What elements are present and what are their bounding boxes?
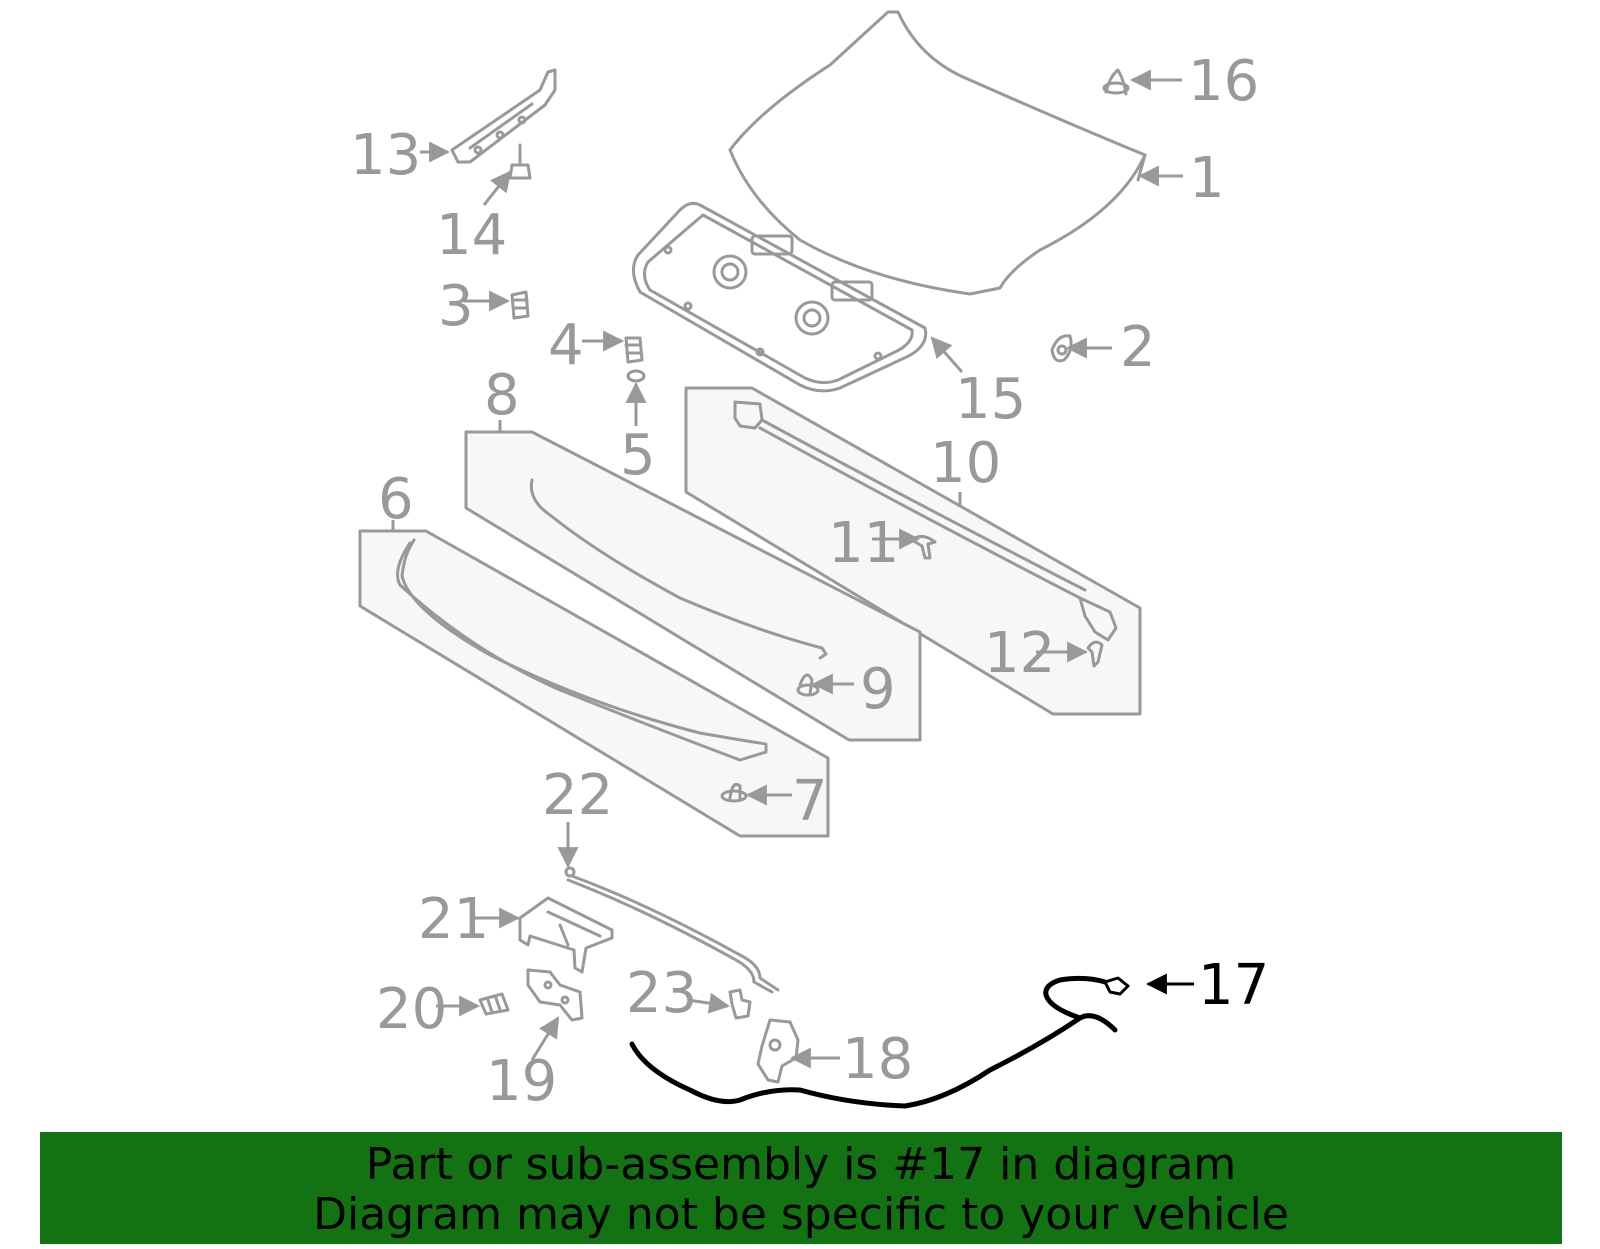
callout-2: 2 <box>1120 315 1156 380</box>
part-19-lock[interactable] <box>526 968 584 1022</box>
part-1-hood[interactable] <box>728 10 1147 296</box>
callout-15: 15 <box>955 367 1027 432</box>
part-12-clip[interactable] <box>1086 640 1104 668</box>
part-6-panel[interactable] <box>358 529 830 838</box>
part-4-stay[interactable] <box>624 336 644 364</box>
callout-17: 17 <box>1198 953 1270 1018</box>
part-17-cable[interactable] <box>629 975 1130 1109</box>
part-10-seal[interactable] <box>733 400 1118 642</box>
callout-18: 18 <box>842 1027 914 1092</box>
part-5-grommet[interactable] <box>626 369 646 383</box>
callout-13: 13 <box>350 123 422 188</box>
callout-14: 14 <box>436 203 508 268</box>
banner-line-disclaimer: Diagram may not be specific to your vehi… <box>313 1189 1289 1240</box>
callout-22: 22 <box>542 763 614 828</box>
callout-3: 3 <box>438 274 474 339</box>
part-23-clip[interactable] <box>728 988 752 1020</box>
part-8-seal[interactable] <box>529 478 828 660</box>
callout-10: 10 <box>930 431 1002 496</box>
part-6-seal[interactable] <box>396 538 768 762</box>
callout-23: 23 <box>626 961 698 1026</box>
part-21-bracket[interactable] <box>518 896 614 974</box>
part-14-bolt[interactable] <box>508 143 532 180</box>
part-10-panel[interactable] <box>684 386 1142 716</box>
part-13-hinge[interactable] <box>450 68 557 164</box>
callout-4: 4 <box>548 313 584 378</box>
callout-8: 8 <box>484 363 520 428</box>
part-20-bolt[interactable] <box>478 992 510 1016</box>
callout-11: 11 <box>828 511 900 576</box>
callout-5: 5 <box>620 423 656 488</box>
callout-16: 16 <box>1188 49 1260 114</box>
callout-1: 1 <box>1189 146 1225 211</box>
callout-21: 21 <box>418 887 490 952</box>
callout-12: 12 <box>984 621 1056 686</box>
callout-6: 6 <box>378 467 414 532</box>
callout-19: 19 <box>486 1049 558 1114</box>
part-3-nut[interactable] <box>510 290 530 320</box>
callout-20: 20 <box>376 977 448 1042</box>
info-banner: Part or sub-assembly is #17 in diagram D… <box>40 1132 1562 1244</box>
part-18-release[interactable] <box>756 1018 800 1084</box>
banner-line-part: Part or sub-assembly is #17 in diagram <box>365 1139 1237 1190</box>
callout-9: 9 <box>860 657 896 722</box>
callout-7: 7 <box>792 769 828 834</box>
part-8-panel[interactable] <box>464 430 922 742</box>
part-16-clip[interactable] <box>1102 68 1130 96</box>
part-15-insulator[interactable] <box>632 201 928 393</box>
